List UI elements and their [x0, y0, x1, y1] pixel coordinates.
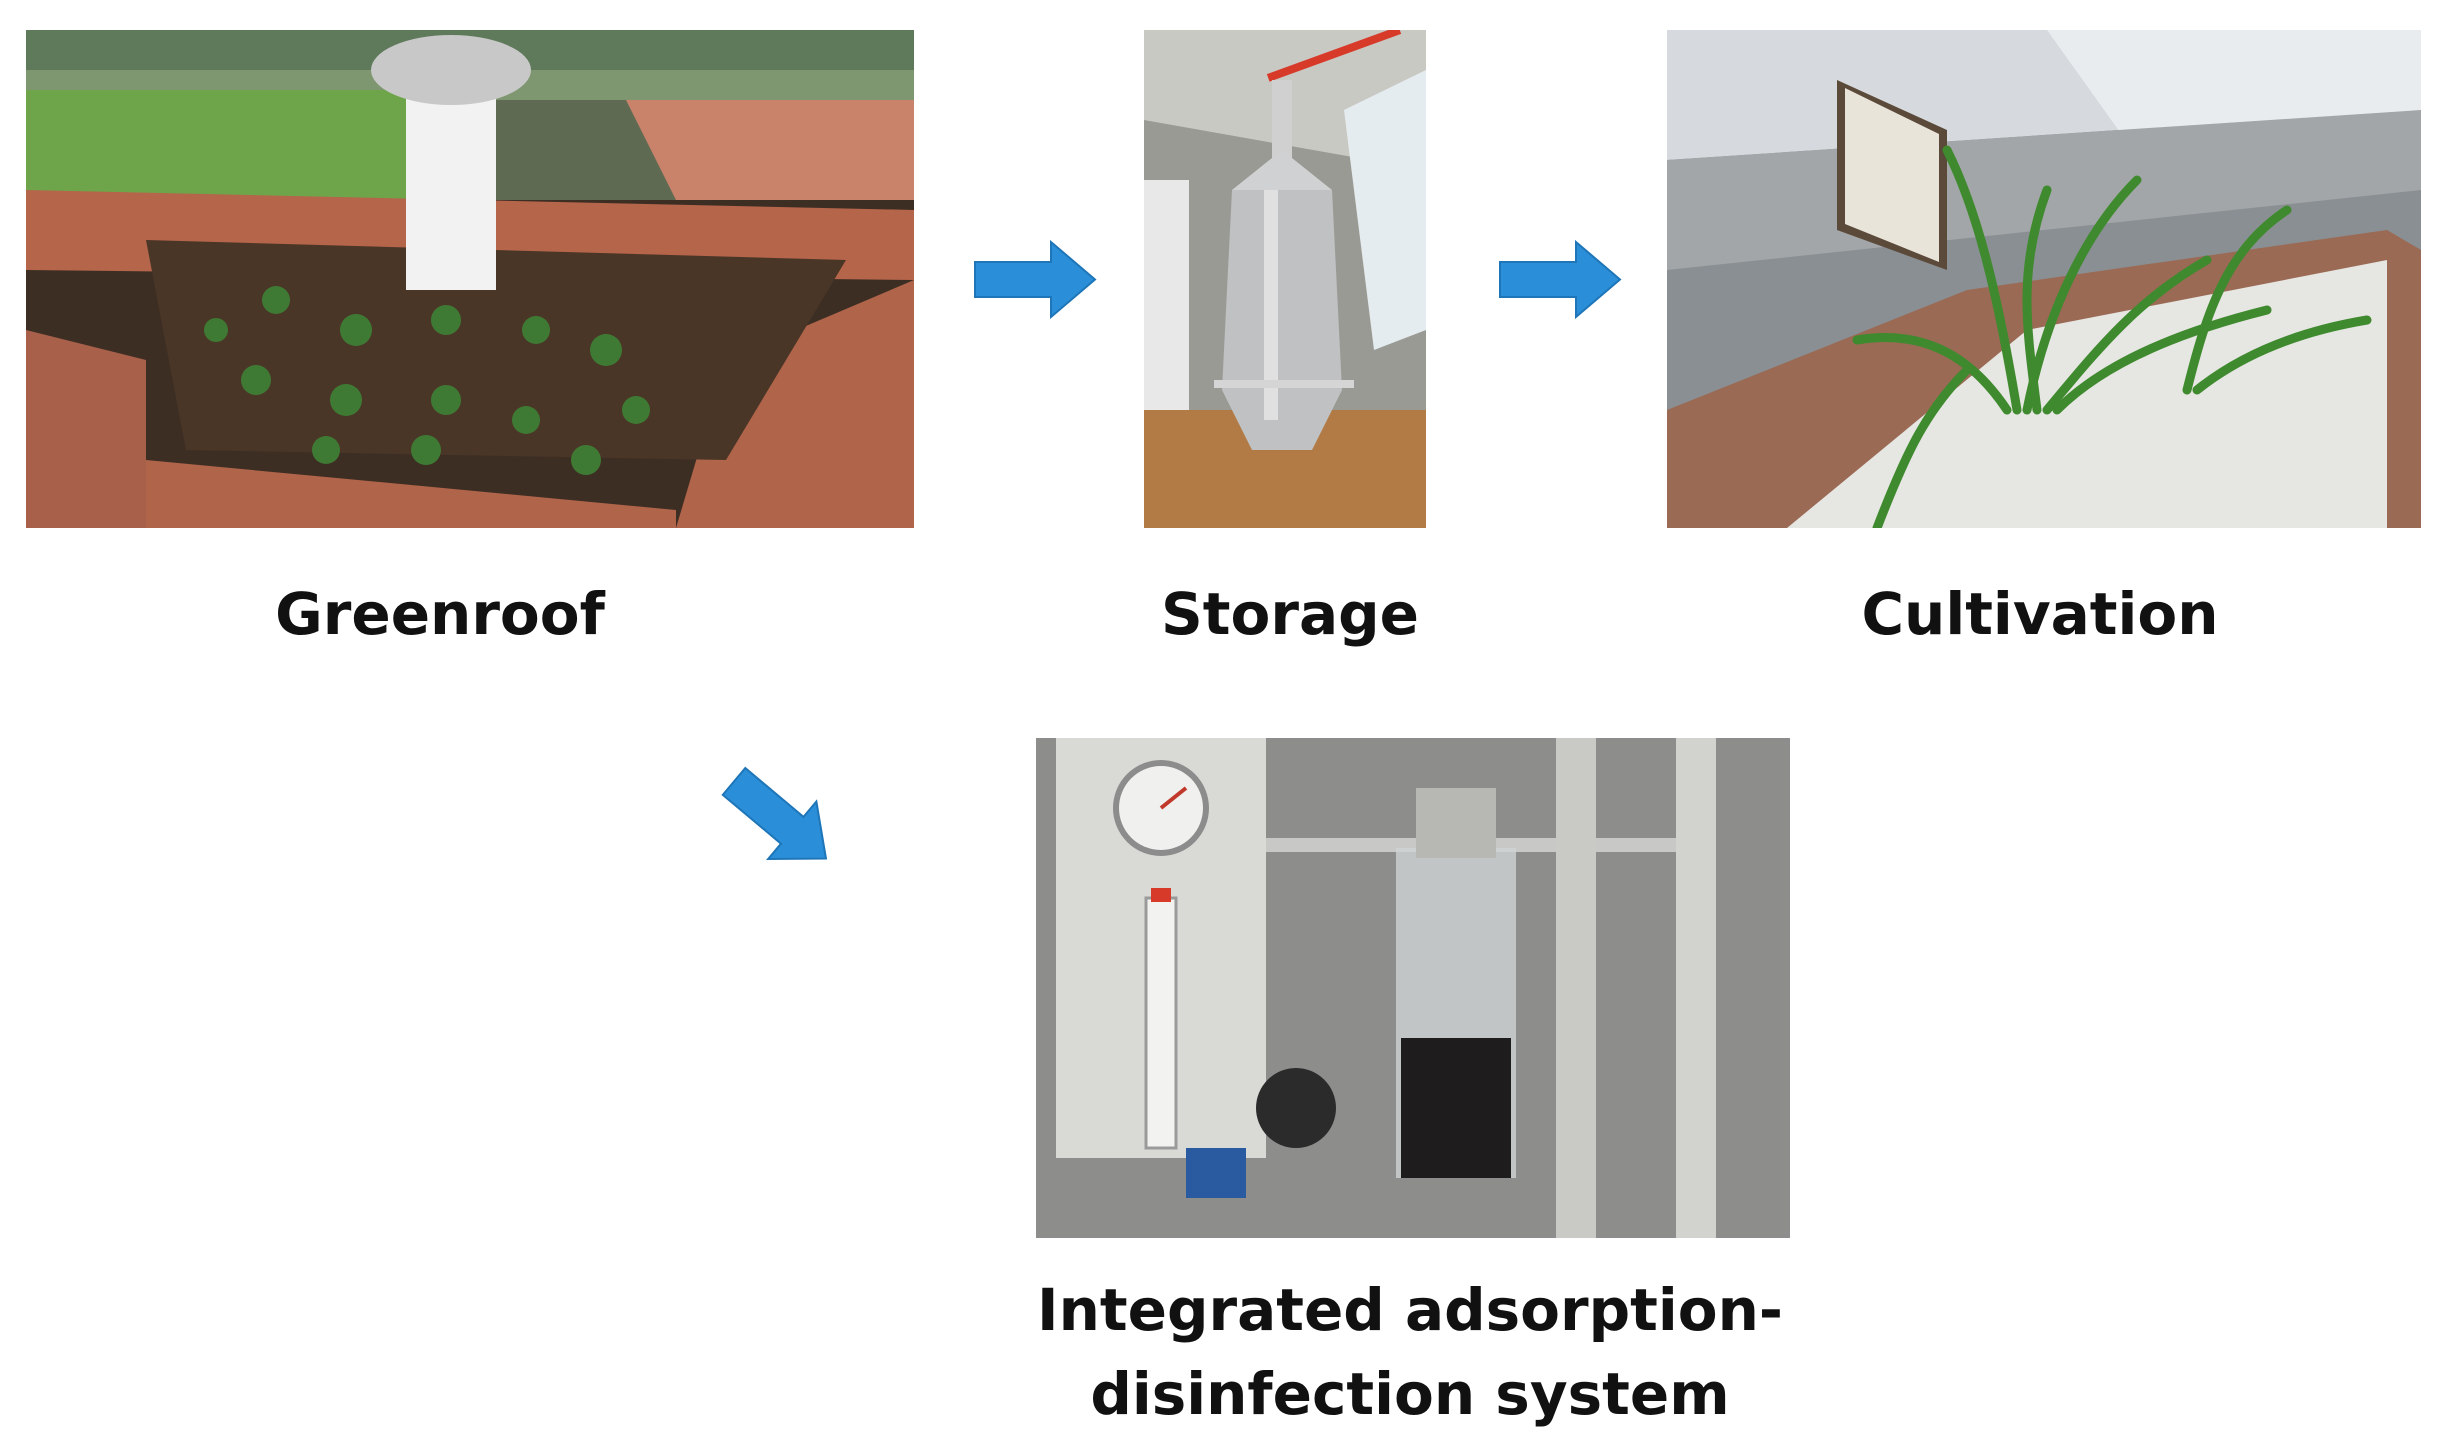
storage-tank-photo — [1144, 30, 1426, 528]
cultivation-label: Cultivation — [1861, 580, 2219, 648]
arrow-down-right-icon — [720, 766, 840, 870]
adsorption-label-line2: disinfection system — [1090, 1360, 1730, 1428]
greenroof-label: Greenroof — [275, 580, 605, 648]
adsorption-disinfection-photo — [1036, 738, 1790, 1238]
arrow-right-icon — [1499, 239, 1622, 320]
arrow-right-icon — [974, 239, 1097, 320]
greenroof-photo — [26, 30, 914, 528]
storage-label: Storage — [1161, 580, 1419, 648]
adsorption-label-line1: Integrated adsorption- — [1037, 1276, 1783, 1344]
cultivation-photo — [1667, 30, 2421, 528]
